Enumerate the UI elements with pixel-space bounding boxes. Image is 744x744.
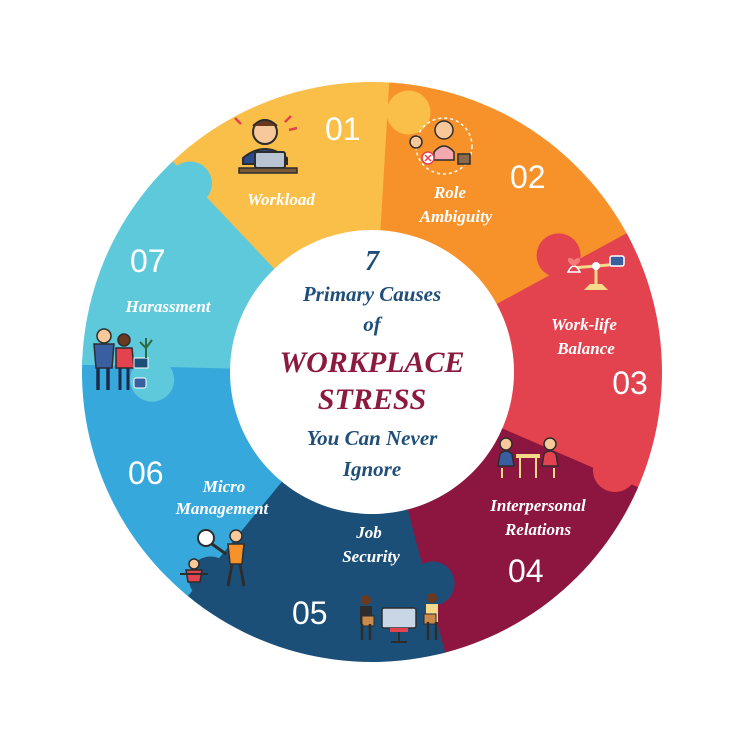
puzzle-knob-06 [130,357,175,402]
segment-05-label-line1: Job [355,523,382,542]
harassment-scene-icon [93,328,153,390]
segment-03 [372,218,662,506]
segment-06-number: 06 [128,455,164,491]
segment-01-number: 01 [325,111,361,147]
segment-04-label-line2: Relations [504,520,572,539]
center-disc [232,232,512,512]
segment-07-label: Harassment [124,297,211,316]
stressed-worker-icon [234,115,298,174]
segment-05-label-line2: Security [342,547,400,566]
segment-03-number: 03 [612,365,648,401]
center-line-you-can-never: You Can Never [307,426,438,450]
puzzle-knob-03 [592,448,637,493]
dismissed-workers-icon [360,593,438,643]
segment-04-label-line1: Interpersonal [489,496,586,515]
center-line-workplace: WORKPLACE [279,346,464,379]
puzzle-knob-01 [386,90,431,135]
segment-03-label-line1: Work-life [551,315,617,334]
segment-01-label: Workload [247,190,315,209]
center-line-ignore: Ignore [342,457,401,481]
center-line-seven: 7 [365,246,380,277]
balance-scale-icon [566,255,625,290]
center-line-stress: STRESS [318,383,426,416]
segment-02-label-line2: Ambiguity [419,207,493,226]
segment-05-number: 05 [292,595,328,631]
puzzle-knob-02 [536,233,581,278]
segment-02-label-line1: Role [433,183,467,202]
segment-06-label-line1: Micro [202,477,246,496]
segment-03-label-line2: Balance [556,339,615,358]
center-line-primary-causes: Primary Causes [302,282,441,306]
confused-roles-icon [409,117,473,175]
puzzle-knob-04 [410,561,455,606]
magnifier-manager-icon [180,529,246,587]
segment-07-number: 07 [130,243,166,279]
segment-06-label-line2: Management [175,499,270,518]
segment-02-number: 02 [510,159,546,195]
segment-04-number: 04 [508,553,544,589]
puzzle-knob-07 [168,161,212,206]
meeting-people-icon [497,437,559,478]
center-line-of: of [363,312,383,336]
puzzle-knob-05 [188,556,233,601]
